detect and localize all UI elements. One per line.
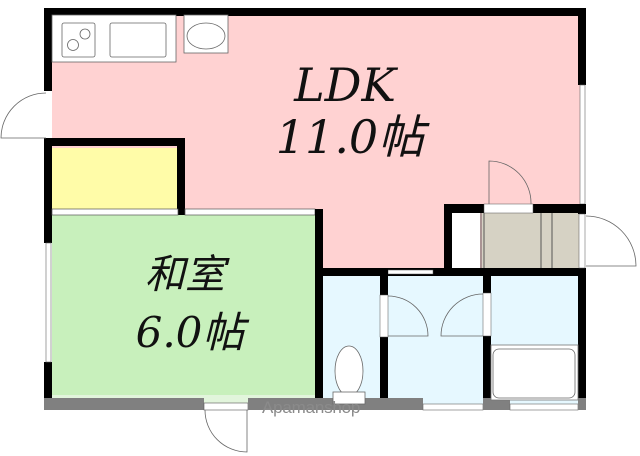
- ldk-label: LDK: [294, 58, 396, 112]
- wall-bottom-right: [578, 398, 586, 410]
- door-swing-bath: [440, 293, 484, 337]
- door-swing-entrance: [585, 215, 637, 267]
- shoe-box: [452, 213, 480, 269]
- entry-door-gap-right: [578, 213, 586, 269]
- entrance-door-gap: [483, 203, 534, 214]
- closet-wall-right: [177, 138, 185, 215]
- toilet-tank: [332, 391, 366, 405]
- basin-bowl: [186, 22, 226, 50]
- wall-left-upper: [44, 8, 52, 91]
- washitsu-wall-right: [315, 209, 323, 399]
- side-door-gap: [45, 91, 52, 138]
- bath-door-gap: [482, 292, 492, 337]
- toilet-door-gap: [379, 294, 389, 338]
- door-swing-left: [0, 92, 47, 139]
- door-swing-toilet: [387, 295, 429, 337]
- door-swing-bottom: [204, 409, 248, 453]
- entrance-wall-top-right: [533, 204, 586, 213]
- washroom-room: [388, 275, 483, 405]
- window-bottom-1: [422, 403, 484, 411]
- washitsu-size-label: 6.0帖: [135, 308, 245, 357]
- entry-door-bottom-gap: [203, 402, 249, 411]
- wall-left-mid: [44, 138, 52, 243]
- washitsu-room: [52, 215, 315, 395]
- entrance-wall-top-left: [444, 204, 484, 213]
- wet-wall-top: [315, 268, 586, 276]
- sink: [109, 22, 167, 58]
- entrance-floor: [482, 213, 579, 269]
- closet-wall-top: [44, 138, 185, 146]
- wet-door-top: [387, 269, 434, 275]
- wall-right-upper: [578, 8, 586, 85]
- door-swing-ldk: [488, 160, 532, 205]
- window-right: [579, 84, 586, 205]
- burner-icon: [67, 39, 79, 51]
- burner-icon: [79, 28, 91, 40]
- watermark: Apamanshop: [262, 398, 361, 417]
- ldk-size-label: 11.0帖: [275, 110, 425, 164]
- window-left: [45, 242, 52, 363]
- stove: [61, 22, 96, 58]
- window-bottom-2: [509, 403, 579, 411]
- wall-right-lower: [578, 268, 586, 398]
- toilet-bowl: [334, 345, 364, 397]
- entrance-wall-left: [444, 204, 452, 276]
- closet-room: [52, 148, 180, 210]
- wall-left-lower: [44, 362, 52, 398]
- wall-top: [44, 8, 586, 16]
- washitsu-label: 和室: [145, 252, 225, 298]
- sliding-door-closet: [51, 208, 179, 216]
- wall-bottom-left: [44, 398, 204, 410]
- bathtub: [492, 348, 576, 399]
- sliding-door-ldk: [184, 208, 316, 216]
- wall-bottom-mid2: [483, 398, 510, 410]
